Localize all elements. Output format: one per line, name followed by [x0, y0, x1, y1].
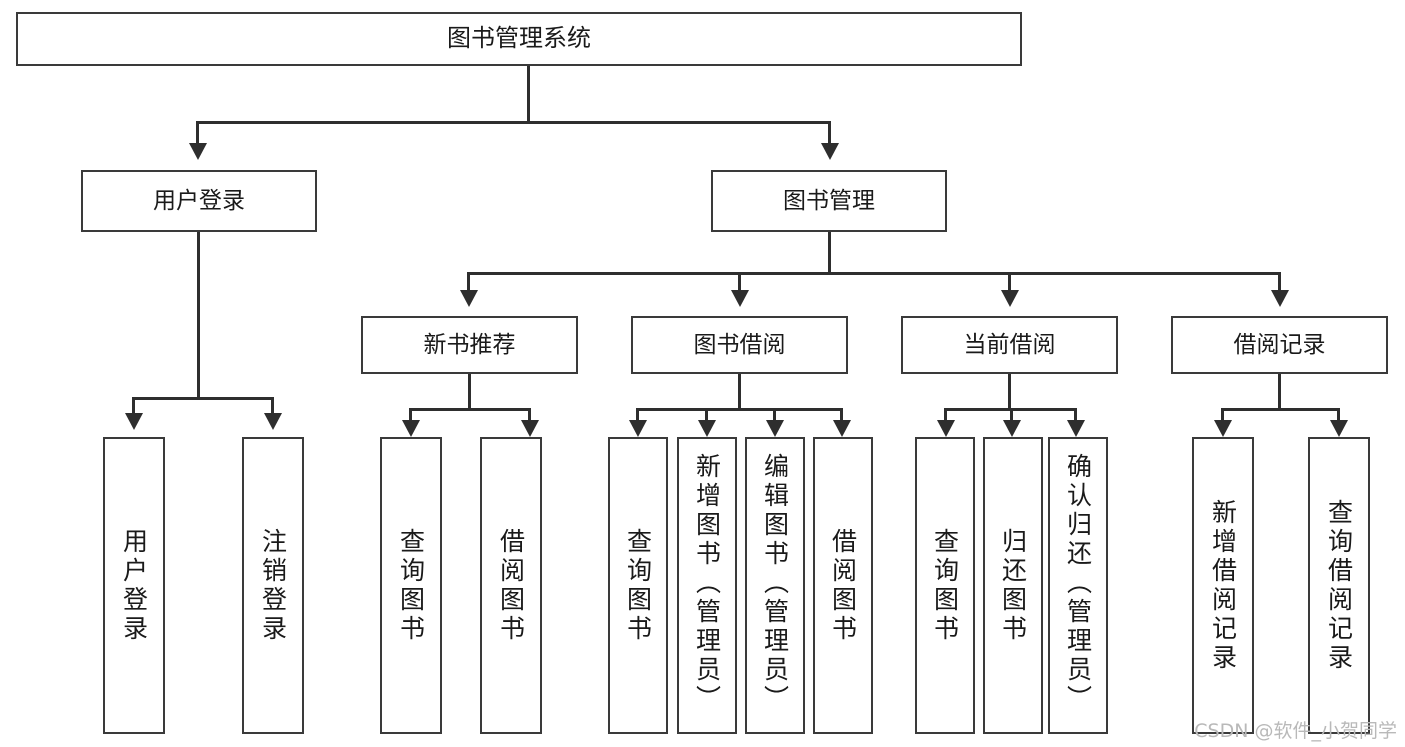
- connector-book-borrow-bus: [636, 408, 843, 411]
- node-user-login[interactable]: 用户登录: [81, 170, 317, 232]
- arrowhead-cb-leaf-1: [937, 420, 955, 437]
- arrowhead-leaf-user-login: [125, 413, 143, 430]
- arrowhead-nb-leaf-1: [402, 420, 420, 437]
- leaf-label: 查询图书: [930, 527, 960, 644]
- connector-borrow-record-stem: [1278, 374, 1281, 410]
- arrowhead-bb-leaf-3: [766, 420, 784, 437]
- arrowhead-current-borrow: [1001, 290, 1019, 307]
- connector-br-to-leaf-2: [1337, 408, 1340, 422]
- leaf-label: 新增图书（管理员）: [692, 453, 722, 714]
- leaf-cb-return-book[interactable]: 归还图书: [983, 437, 1043, 734]
- node-new-book-recommend[interactable]: 新书推荐: [361, 316, 578, 374]
- leaf-label: 注销登录: [258, 527, 288, 644]
- node-label: 借阅记录: [1233, 331, 1326, 358]
- node-borrow-record[interactable]: 借阅记录: [1171, 316, 1388, 374]
- connector-new-book-to-leaf-2: [528, 408, 531, 422]
- node-label: 图书管理: [783, 187, 875, 214]
- connector-book-management-bus: [467, 272, 1280, 275]
- connector-book-management-stem: [828, 232, 831, 274]
- arrowhead-new-book-recommend: [460, 290, 478, 307]
- watermark-text: CSDN @软件_小贺同学: [1194, 720, 1397, 742]
- leaf-label: 查询图书: [396, 527, 426, 644]
- connector-bm-to-current-borrow: [1008, 272, 1011, 292]
- connector-cb-to-leaf-2: [1010, 408, 1013, 422]
- arrowhead-cb-leaf-2: [1003, 420, 1021, 437]
- leaf-bb-borrow-book[interactable]: 借阅图书: [813, 437, 873, 734]
- leaf-cb-query-book[interactable]: 查询图书: [915, 437, 975, 734]
- connector-bb-to-leaf-4: [840, 408, 843, 422]
- leaf-cb-confirm-return-admin[interactable]: 确认归还（管理员）: [1048, 437, 1108, 734]
- connector-bb-to-leaf-2: [705, 408, 708, 422]
- node-label: 用户登录: [153, 187, 245, 214]
- arrowhead-leaf-logout: [264, 413, 282, 430]
- connector-book-borrow-stem: [738, 374, 741, 410]
- connector-user-login-to-leaf-1: [132, 397, 135, 415]
- arrowhead-bb-leaf-4: [833, 420, 851, 437]
- arrowhead-bb-leaf-2: [698, 420, 716, 437]
- arrowhead-book-management: [821, 143, 839, 160]
- arrowhead-user-login: [189, 143, 207, 160]
- leaf-user-login[interactable]: 用户登录: [103, 437, 165, 734]
- connector-bb-to-leaf-1: [636, 408, 639, 422]
- connector-cb-to-leaf-1: [944, 408, 947, 422]
- connector-current-borrow-stem: [1008, 374, 1011, 410]
- connector-new-book-to-leaf-1: [409, 408, 412, 422]
- connector-cb-to-leaf-3: [1074, 408, 1077, 422]
- connector-bm-to-book-borrow: [738, 272, 741, 292]
- node-label: 当前借阅: [963, 331, 1056, 358]
- leaf-bb-query-book[interactable]: 查询图书: [608, 437, 668, 734]
- connector-user-login-stem: [197, 232, 200, 399]
- connector-bm-to-borrow-record: [1278, 272, 1281, 292]
- leaf-br-add-record[interactable]: 新增借阅记录: [1192, 437, 1254, 734]
- leaf-label: 归还图书: [998, 527, 1028, 644]
- node-label: 图书管理系统: [447, 24, 591, 53]
- connector-user-login-bus: [132, 397, 274, 400]
- connector-user-login-to-leaf-2: [271, 397, 274, 415]
- node-root-book-management-system[interactable]: 图书管理系统: [16, 12, 1022, 66]
- leaf-label: 查询借阅记录: [1324, 498, 1354, 673]
- node-book-management[interactable]: 图书管理: [711, 170, 947, 232]
- connector-new-book-bus: [409, 408, 531, 411]
- leaf-nb-query-book[interactable]: 查询图书: [380, 437, 442, 734]
- connector-root-to-book-management: [828, 121, 831, 145]
- leaf-label: 确认归还（管理员）: [1063, 453, 1093, 714]
- leaf-label: 用户登录: [119, 527, 149, 644]
- arrowhead-br-leaf-2: [1330, 420, 1348, 437]
- connector-new-book-stem: [468, 374, 471, 410]
- arrowhead-book-borrow: [731, 290, 749, 307]
- leaf-label: 查询图书: [623, 527, 653, 644]
- leaf-bb-edit-book-admin[interactable]: 编辑图书（管理员）: [745, 437, 805, 734]
- node-label: 新书推荐: [423, 331, 516, 358]
- connector-bm-to-new-book: [467, 272, 470, 292]
- connector-root-to-user-login: [196, 121, 199, 145]
- node-label: 图书借阅: [693, 331, 786, 358]
- arrowhead-nb-leaf-2: [521, 420, 539, 437]
- arrowhead-br-leaf-1: [1214, 420, 1232, 437]
- leaf-br-query-record[interactable]: 查询借阅记录: [1308, 437, 1370, 734]
- node-book-borrow[interactable]: 图书借阅: [631, 316, 848, 374]
- arrowhead-borrow-record: [1271, 290, 1289, 307]
- arrowhead-cb-leaf-3: [1067, 420, 1085, 437]
- leaf-label: 借阅图书: [496, 527, 526, 644]
- connector-bb-to-leaf-3: [773, 408, 776, 422]
- leaf-bb-add-book-admin[interactable]: 新增图书（管理员）: [677, 437, 737, 734]
- connector-root-bus: [196, 121, 831, 124]
- arrowhead-bb-leaf-1: [629, 420, 647, 437]
- leaf-logout[interactable]: 注销登录: [242, 437, 304, 734]
- node-current-borrow[interactable]: 当前借阅: [901, 316, 1118, 374]
- leaf-nb-borrow-book[interactable]: 借阅图书: [480, 437, 542, 734]
- connector-br-to-leaf-1: [1221, 408, 1224, 422]
- leaf-label: 编辑图书（管理员）: [760, 453, 790, 714]
- connector-borrow-record-bus: [1221, 408, 1340, 411]
- connector-root-stem: [527, 66, 530, 123]
- leaf-label: 借阅图书: [828, 527, 858, 644]
- leaf-label: 新增借阅记录: [1208, 498, 1238, 673]
